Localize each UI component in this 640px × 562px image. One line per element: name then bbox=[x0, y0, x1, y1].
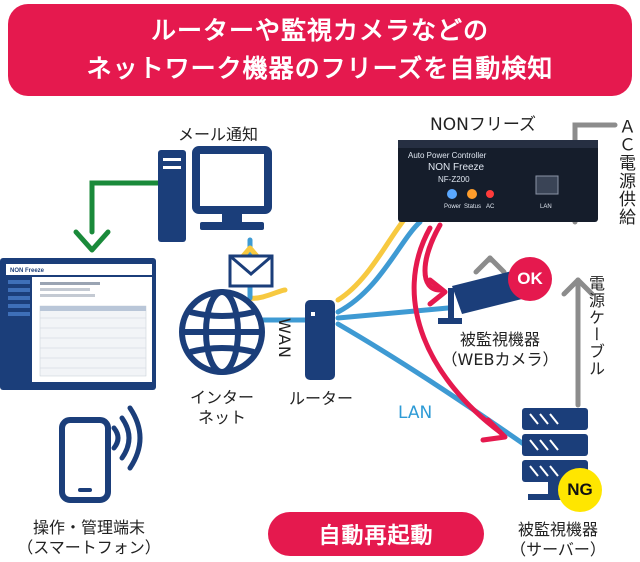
mail-notification-label: メール通知 bbox=[178, 125, 259, 144]
camera-label: 被監視機器 （WEBカメラ） bbox=[440, 330, 560, 370]
green-notify-line bbox=[89, 180, 163, 235]
wan-label: WAN bbox=[275, 318, 294, 359]
gray-arrow-head-server bbox=[561, 277, 595, 297]
device-led-status-label: Status bbox=[464, 204, 481, 210]
router-label: ルーター bbox=[289, 389, 354, 408]
phone-label-line1: 操作・管理端末 bbox=[32, 518, 145, 537]
gray-arrow-head-camera bbox=[473, 255, 507, 275]
status-led-icon bbox=[467, 189, 477, 199]
device-brand-line1: Auto Power Controller bbox=[408, 151, 487, 160]
internet-label-line2: ネット bbox=[197, 408, 246, 427]
wan-yellow-to-internet bbox=[247, 287, 288, 301]
internet-globe-icon bbox=[179, 289, 265, 375]
lan-line-to-nonfreeze bbox=[335, 219, 423, 315]
pc-icon bbox=[158, 146, 272, 242]
server-label-line1: 被監視機器 bbox=[517, 520, 598, 539]
phone-label-line2: （スマートフォン） bbox=[17, 538, 161, 557]
lan-label: LAN bbox=[398, 403, 433, 423]
title-line-1: ルーターや監視カメラなどの bbox=[150, 16, 489, 45]
reboot-line-server bbox=[411, 225, 503, 435]
title-line-2: ネットワーク機器のフリーズを自動検知 bbox=[86, 54, 554, 83]
device-led-ac-label: AC bbox=[486, 204, 495, 210]
internet-label: インター ネット bbox=[176, 388, 268, 428]
lan-port-icon bbox=[535, 175, 559, 195]
internet-label-line1: インター bbox=[189, 388, 254, 407]
device-port-label: LAN bbox=[540, 204, 552, 210]
power-cable-label: 電源ケーブル bbox=[586, 275, 605, 377]
ok-status-badge: OK bbox=[508, 257, 552, 301]
red-arrow-head-camera bbox=[427, 277, 448, 307]
title-banner: ルーターや監視カメラなどの ネットワーク機器のフリーズを自動検知 bbox=[8, 4, 632, 96]
green-arrow-head bbox=[73, 229, 111, 253]
ac-power-label: ＡＣ電源供給 bbox=[615, 118, 635, 226]
nonfreeze-device: Auto Power Controller NON Freeze NF-Z200… bbox=[398, 140, 598, 222]
power-led-icon bbox=[447, 189, 457, 199]
camera-label-line2: （WEBカメラ） bbox=[441, 350, 559, 369]
management-screen: NON Freeze bbox=[0, 258, 156, 390]
reboot-line-camera bbox=[422, 222, 443, 293]
auto-reboot-badge: 自動再起動 bbox=[268, 512, 484, 556]
smartphone-icon bbox=[59, 417, 111, 503]
ng-status-badge: NG bbox=[558, 468, 602, 512]
product-label: NONフリーズ bbox=[430, 115, 536, 135]
lan-line-to-server bbox=[335, 321, 528, 448]
server-icon bbox=[522, 408, 588, 500]
camera-label-line1: 被監視機器 bbox=[459, 330, 540, 349]
phone-label: 操作・管理端末 （スマートフォン） bbox=[4, 518, 174, 558]
red-arrow-head-server bbox=[480, 417, 508, 443]
cable-lines bbox=[89, 122, 618, 448]
wireless-signal-icon bbox=[111, 405, 143, 471]
wan-line-to-nonfreeze bbox=[335, 212, 411, 303]
router-icon bbox=[305, 300, 335, 380]
device-brand-line2: NON Freeze bbox=[428, 162, 485, 173]
server-label-line2: （サーバー） bbox=[510, 540, 606, 559]
screen-app-title: NON Freeze bbox=[10, 268, 45, 274]
mail-envelope-icon bbox=[228, 254, 274, 288]
lan-line-to-camera bbox=[335, 305, 451, 321]
server-label: 被監視機器 （サーバー） bbox=[488, 520, 628, 560]
device-led-power-label: Power bbox=[444, 204, 461, 210]
device-model: NF-Z200 bbox=[438, 175, 470, 184]
ac-led-icon bbox=[486, 190, 494, 198]
